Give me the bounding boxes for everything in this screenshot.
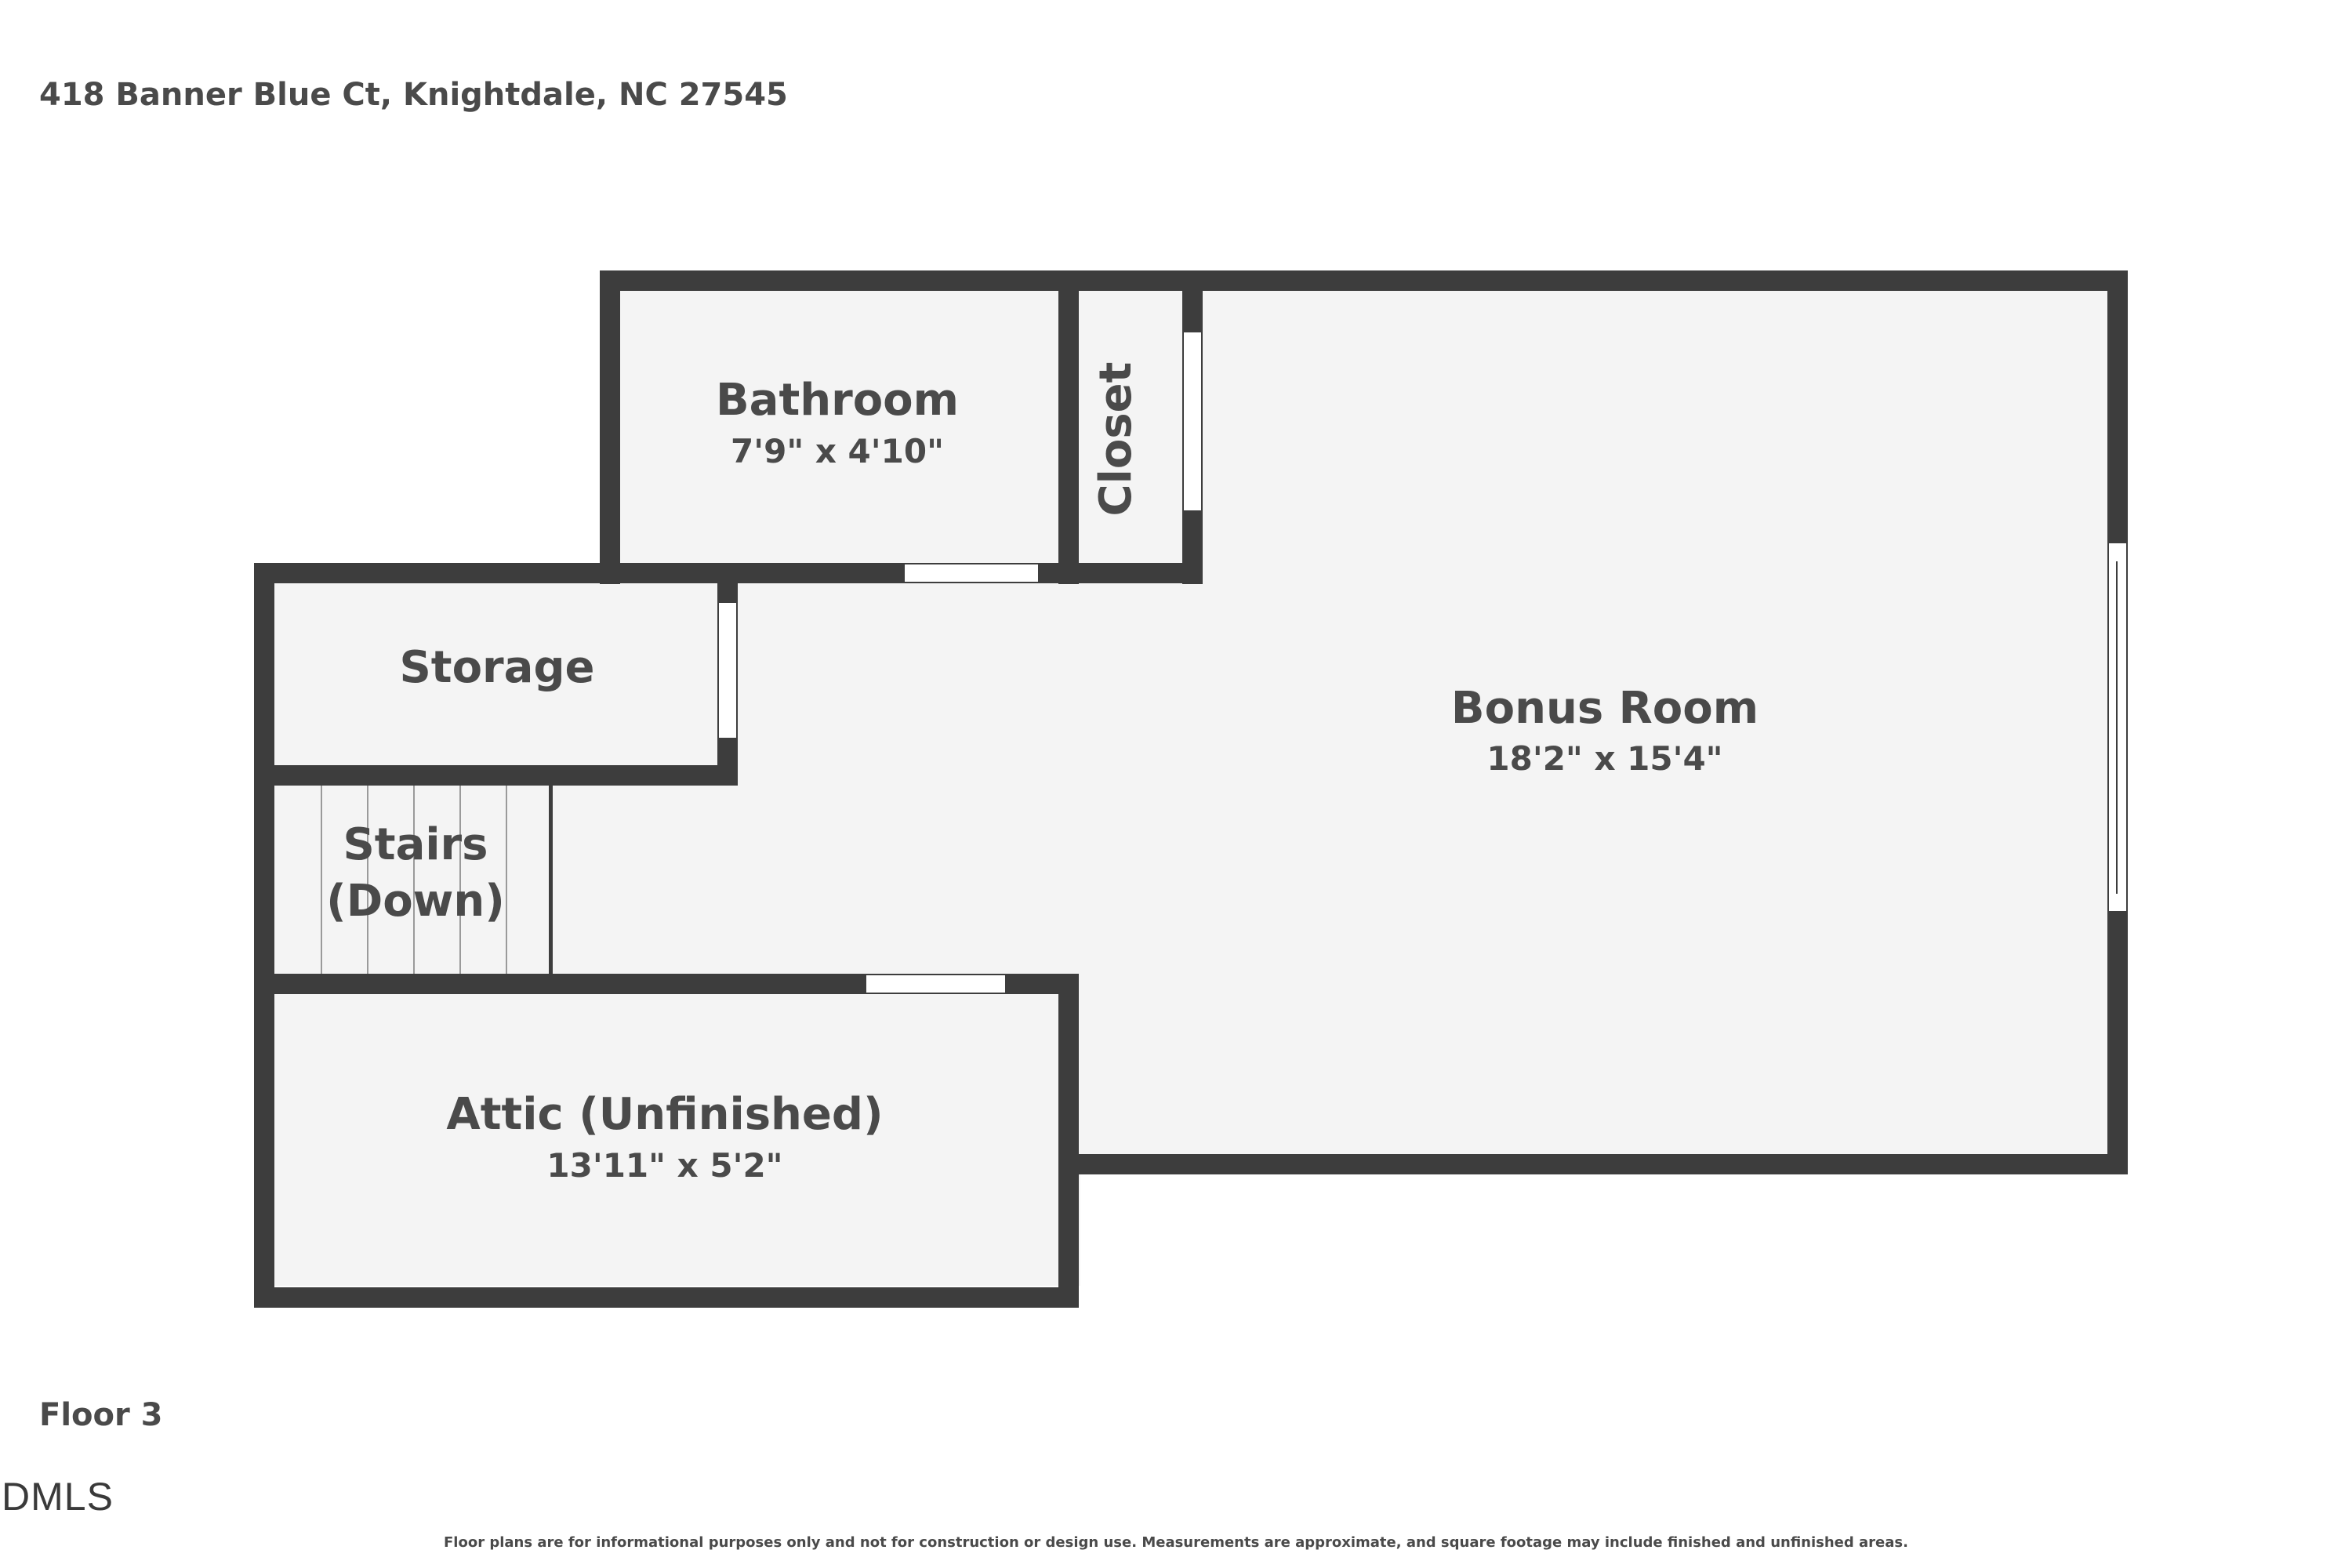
stair-treads [321,786,507,974]
walls [254,270,2128,1308]
attic-label: Attic (Unfinished) [446,1089,883,1140]
bonus-room-label: Bonus Room [1451,683,1759,734]
storage-door [717,601,738,739]
bathroom-dimensions: 7'9" x 4'10" [731,432,944,470]
floor-label: Floor 3 [39,1397,163,1433]
bonus-room-dimensions: 18'2" x 15'4" [1486,739,1722,778]
bathroom-door [903,563,1040,583]
closet-door [1182,331,1203,512]
property-address: 418 Banner Blue Ct, Knightdale, NC 27545 [39,77,788,113]
stairs-direction-label: (Down) [326,876,505,927]
disclaimer-text: Floor plans are for informational purpos… [444,1534,1908,1551]
attic-dimensions: 13'11" x 5'2" [546,1146,782,1185]
room-floors [257,270,2123,1286]
storage-label: Storage [399,642,594,693]
mls-logo: DMLS [2,1475,114,1519]
openings [717,331,2128,994]
closet-label: Closet [1091,362,1142,517]
stairs-label: Stairs [343,819,488,870]
bathroom-label: Bathroom [716,375,959,426]
attic-door [865,974,1007,994]
